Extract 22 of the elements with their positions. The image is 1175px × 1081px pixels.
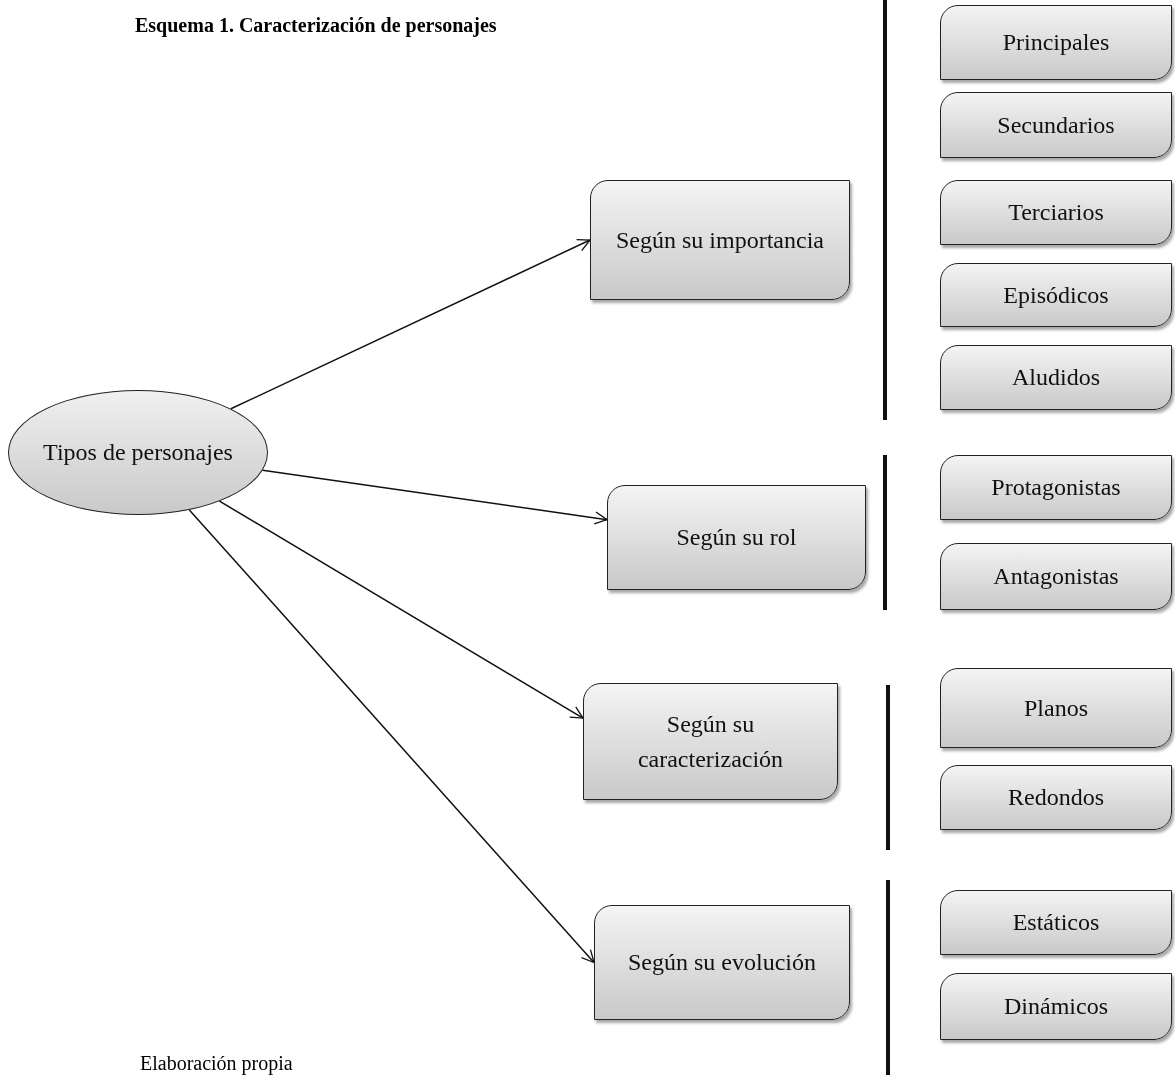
category-box: Según su evolución <box>594 905 850 1020</box>
type-box: Redondos <box>940 765 1172 830</box>
type-box: Estáticos <box>940 890 1172 955</box>
caption: Elaboración propia <box>140 1052 293 1075</box>
ellipse-node: Tipos de personajes <box>8 390 268 515</box>
type-box: Dinámicos <box>940 973 1172 1040</box>
arrow <box>188 509 595 964</box>
category-box: Según su caracterización <box>583 683 838 800</box>
type-box: Antagonistas <box>940 543 1172 610</box>
arrow <box>230 239 591 410</box>
arrow <box>218 500 584 719</box>
type-box: Principales <box>940 5 1172 80</box>
arrow <box>261 469 608 525</box>
type-box: Terciarios <box>940 180 1172 245</box>
type-box: Aludidos <box>940 345 1172 410</box>
diagram-title: Esquema 1. Caracterización de personajes <box>135 14 497 37</box>
category-box: Según su importancia <box>590 180 850 300</box>
type-box: Episódicos <box>940 263 1172 327</box>
type-box: Secundarios <box>940 92 1172 158</box>
category-box: Según su rol <box>607 485 866 590</box>
type-box: Planos <box>940 668 1172 748</box>
type-box: Protagonistas <box>940 455 1172 520</box>
